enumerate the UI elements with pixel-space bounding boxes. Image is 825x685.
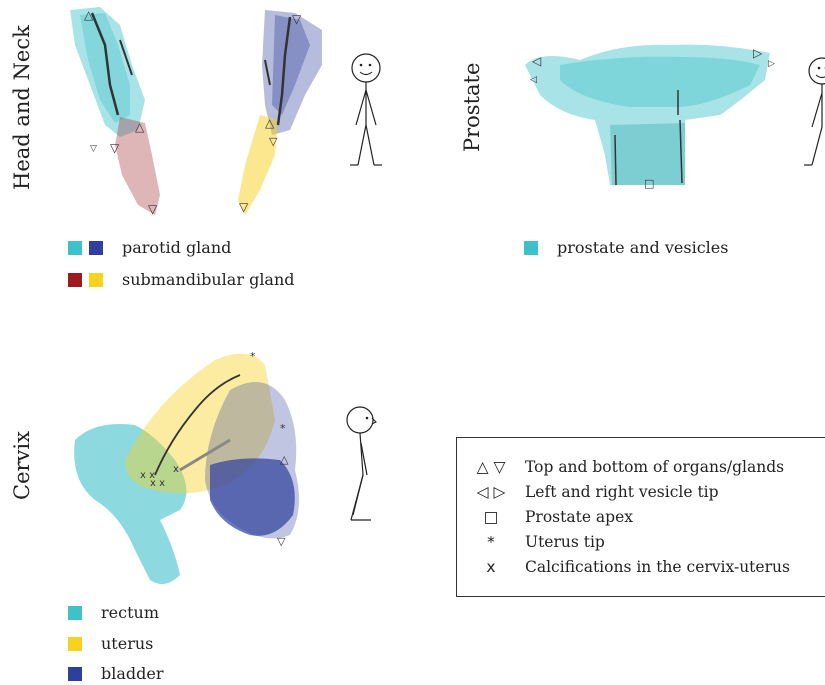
key-row-uterus-tip: *Uterus tip: [457, 533, 605, 551]
legend-rectum: rectum: [68, 603, 159, 622]
key-label: Prostate apex: [525, 508, 633, 526]
key-row-vesicle: ◁ ▷Left and right vesicle tip: [457, 483, 719, 501]
svg-text:△: △: [265, 116, 275, 130]
svg-text:▽: ▽: [239, 200, 249, 214]
svg-text:▽: ▽: [110, 141, 120, 155]
stick-figure-side-partial: [800, 55, 825, 175]
triangle-up-down-icon: △ ▽: [457, 458, 525, 476]
stick-figure-front: [348, 50, 388, 170]
key-label: Left and right vesicle tip: [525, 483, 719, 501]
legend-label: prostate and vesicles: [557, 238, 728, 257]
prostate-render: ◁ ◁ ▷ ▷ □: [520, 35, 780, 195]
swatch-cyan: [524, 241, 538, 255]
panel-label-head-neck: Head and Neck: [10, 25, 34, 190]
legend-label: parotid gland: [122, 238, 231, 257]
key-label: Top and bottom of organs/glands: [525, 458, 784, 476]
cross-icon: x: [457, 558, 525, 576]
svg-text:x: x: [173, 464, 179, 475]
svg-text:x x: x x: [150, 478, 165, 489]
cervix-render: * * △ ▽ x x x x x: [65, 340, 325, 590]
stick-figure-side: [343, 405, 383, 535]
svg-text:▷: ▷: [753, 46, 763, 60]
legend-uterus: uterus: [68, 634, 153, 653]
swatch-yellow: [68, 637, 82, 651]
swatch-cyan: [68, 606, 82, 620]
legend-label: bladder: [101, 664, 164, 683]
triangle-left-right-icon: ◁ ▷: [457, 483, 525, 501]
svg-text:▷: ▷: [768, 59, 775, 69]
legend-label: submandibular gland: [122, 270, 295, 289]
svg-text:△: △: [135, 120, 145, 134]
svg-text:▽: ▽: [148, 202, 158, 216]
svg-text:◁: ◁: [531, 54, 541, 68]
key-row-apex: □Prostate apex: [457, 508, 633, 526]
key-row-top-bottom: △ ▽Top and bottom of organs/glands: [457, 458, 784, 476]
panel-label-prostate: Prostate: [460, 63, 484, 152]
swatch-blue: [89, 241, 103, 255]
legend-submandibular: submandibular gland: [68, 270, 295, 289]
panel-label-cervix: Cervix: [10, 431, 34, 500]
swatch-dark-red: [68, 273, 82, 287]
svg-text:◁: ◁: [530, 75, 537, 85]
svg-text:□: □: [644, 177, 654, 190]
legend-label: rectum: [101, 603, 159, 622]
svg-text:▽: ▽: [269, 135, 278, 148]
head-neck-render: △ △ ▽ ▽ ▽ ▽ △ ▽ ▽: [60, 5, 330, 225]
legend-label: uterus: [101, 634, 153, 653]
swatch-blue: [68, 667, 82, 681]
swatch-cyan: [68, 241, 82, 255]
asterisk-icon: *: [457, 533, 525, 551]
svg-text:▽: ▽: [292, 12, 302, 26]
svg-text:△: △: [84, 8, 94, 22]
swatch-yellow: [89, 273, 103, 287]
svg-text:*: *: [280, 422, 286, 435]
svg-text:▽: ▽: [90, 144, 97, 154]
svg-text:*: *: [250, 350, 256, 363]
square-icon: □: [457, 508, 525, 526]
key-label: Calcifications in the cervix-uterus: [525, 558, 790, 576]
symbol-key-box: △ ▽Top and bottom of organs/glands ◁ ▷Le…: [456, 437, 825, 597]
legend-parotid: parotid gland: [68, 238, 231, 257]
legend-bladder: bladder: [68, 664, 164, 683]
key-label: Uterus tip: [525, 533, 605, 551]
legend-prostate: prostate and vesicles: [524, 238, 728, 257]
svg-text:▽: ▽: [277, 535, 286, 548]
svg-text:△: △: [280, 453, 289, 466]
